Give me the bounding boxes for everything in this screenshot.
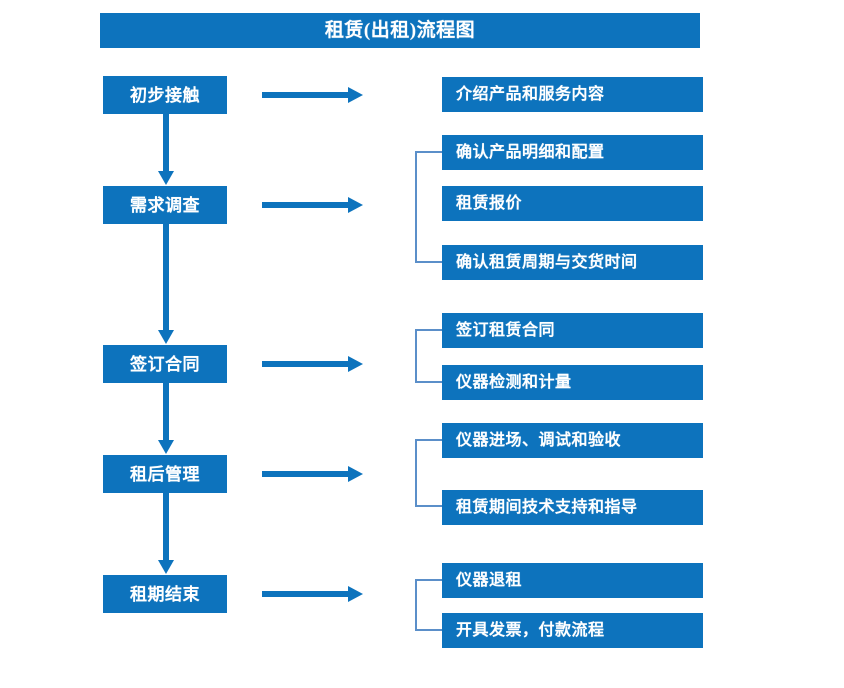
stage-box-initial-contact[interactable]: 初步接触 — [103, 76, 227, 114]
arrow-stage-5-to-details-icon — [262, 585, 364, 603]
stage-label: 签订合同 — [130, 354, 200, 374]
stage-label: 租期结束 — [130, 584, 200, 604]
bracket-requirement-group-icon — [414, 151, 443, 263]
detail-box-instrument-testing[interactable]: 仪器检测和计量 — [442, 365, 703, 400]
detail-label: 确认租赁周期与交货时间 — [456, 253, 638, 271]
arrow-stage-4-to-details-icon — [262, 465, 364, 483]
detail-box-introduce-products[interactable]: 介绍产品和服务内容 — [442, 77, 703, 112]
arrow-survey-to-contract-icon — [156, 224, 176, 345]
arrow-stage-2-to-details-icon — [262, 196, 364, 214]
detail-box-confirm-period-delivery[interactable]: 确认租赁周期与交货时间 — [442, 245, 703, 280]
detail-label: 仪器退租 — [456, 571, 523, 589]
arrow-contract-to-management-icon — [156, 383, 176, 455]
bracket-management-group-icon — [414, 439, 443, 507]
detail-box-confirm-product-spec[interactable]: 确认产品明细和配置 — [442, 135, 703, 170]
stage-box-lease-end[interactable]: 租期结束 — [103, 575, 227, 613]
arrow-stage-3-to-details-icon — [262, 355, 364, 373]
detail-label: 租赁期间技术支持和指导 — [456, 498, 638, 516]
stage-label: 初步接触 — [130, 85, 200, 105]
detail-box-technical-support[interactable]: 租赁期间技术支持和指导 — [442, 490, 703, 525]
detail-box-invoice-payment[interactable]: 开具发票，付款流程 — [442, 613, 703, 648]
chart-title-banner: 租赁(出租)流程图 — [100, 13, 700, 48]
detail-label: 租赁报价 — [456, 194, 523, 212]
detail-box-instrument-return[interactable]: 仪器退租 — [442, 563, 703, 598]
stage-box-requirement-survey[interactable]: 需求调查 — [103, 186, 227, 224]
stage-label: 需求调查 — [130, 195, 200, 215]
page-title: 租赁(出租)流程图 — [324, 20, 476, 41]
detail-box-instrument-arrival-commissioning[interactable]: 仪器进场、调试和验收 — [442, 423, 703, 458]
arrow-stage-1-to-details-icon — [262, 86, 364, 104]
stage-box-post-rental-management[interactable]: 租后管理 — [103, 455, 227, 493]
detail-label: 开具发票，付款流程 — [456, 621, 605, 639]
arrow-contact-to-survey-icon — [156, 114, 176, 186]
detail-box-sign-rental-contract[interactable]: 签订租赁合同 — [442, 313, 703, 348]
detail-label: 仪器检测和计量 — [456, 373, 572, 391]
bracket-contract-group-icon — [414, 329, 443, 383]
detail-label: 确认产品明细和配置 — [456, 143, 605, 161]
stage-label: 租后管理 — [130, 464, 200, 484]
stage-box-sign-contract[interactable]: 签订合同 — [103, 345, 227, 383]
detail-label: 签订租赁合同 — [456, 321, 556, 339]
arrow-management-to-end-icon — [156, 493, 176, 575]
bracket-end-group-icon — [414, 579, 443, 631]
detail-box-rental-quote[interactable]: 租赁报价 — [442, 186, 703, 221]
detail-label: 介绍产品和服务内容 — [456, 85, 605, 103]
detail-label: 仪器进场、调试和验收 — [456, 431, 622, 449]
